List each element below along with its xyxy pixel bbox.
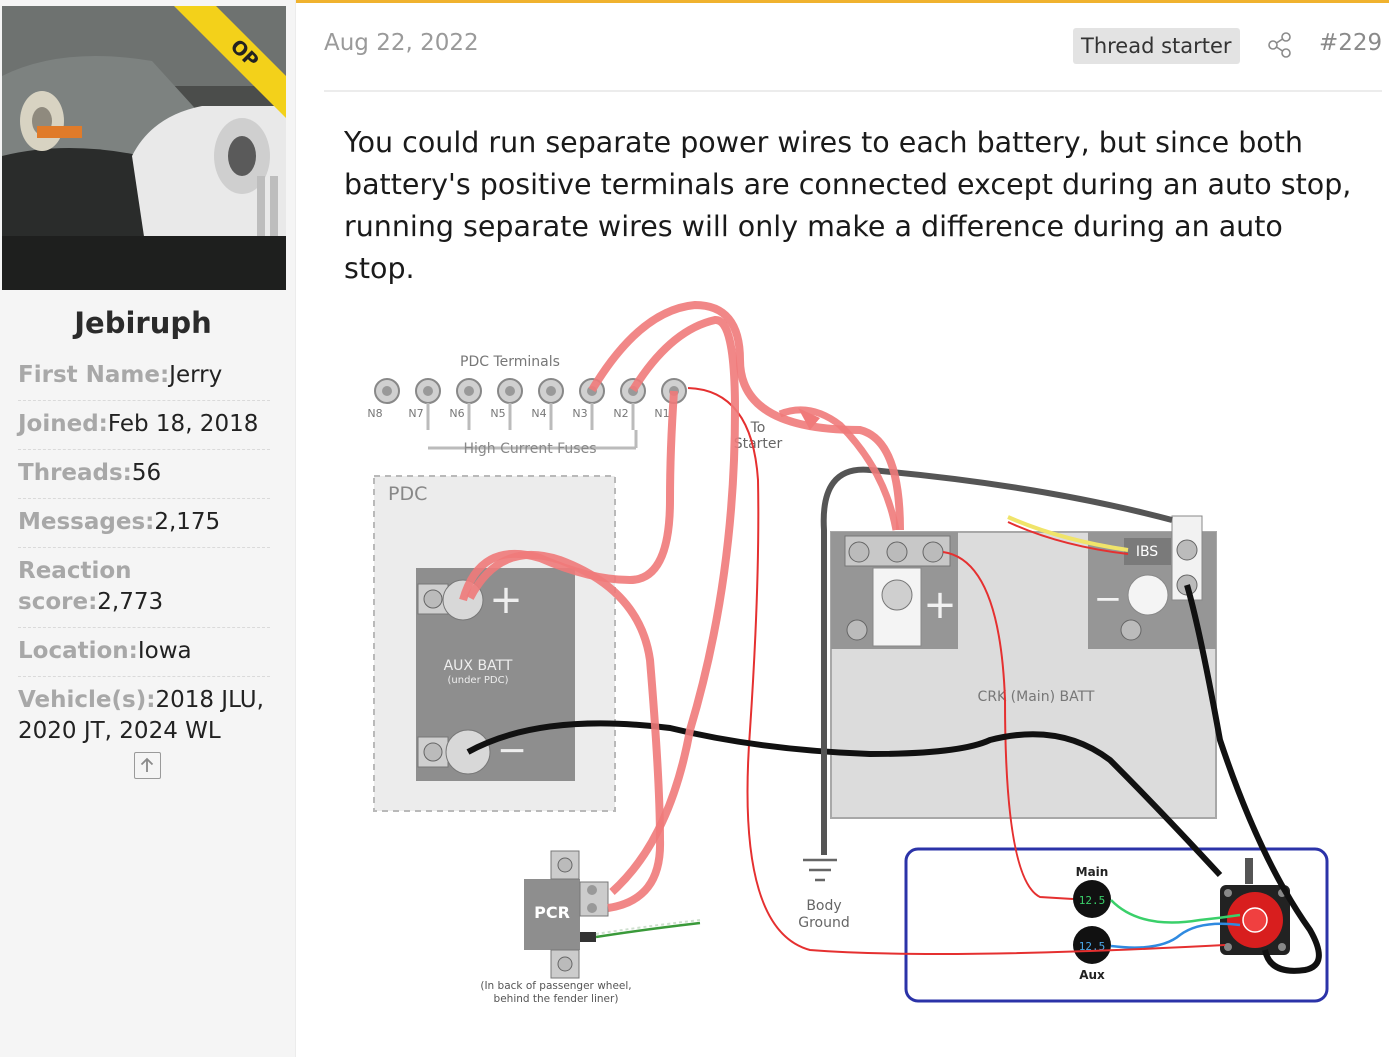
info-first-name: First Name:Jerry — [18, 352, 270, 401]
main-minus-sign: − — [1094, 579, 1123, 619]
wiring-diagram-image[interactable]: PDC AUX BATT (under PDC) + − PDC Termina… — [340, 280, 1340, 1020]
header-divider — [324, 90, 1382, 92]
info-messages: Messages:2,175 — [18, 499, 270, 548]
info-threads: Threads:56 — [18, 450, 270, 499]
body-ground-label-1: Body — [806, 898, 841, 914]
terminal-n3: N3 — [572, 407, 587, 420]
to-starter-label-2: Starter — [734, 436, 783, 452]
thread-starter-badge: Thread starter — [1073, 28, 1240, 64]
power-wire-pdc-to-main — [588, 300, 904, 531]
terminal-n2: N2 — [613, 407, 628, 420]
terminal-n7: N7 — [408, 407, 423, 420]
pdc-label: PDC — [388, 483, 427, 505]
user-info-list: First Name:Jerry Joined:Feb 18, 2018 Thr… — [18, 352, 270, 756]
high-current-fuses-label: High Current Fuses — [463, 441, 596, 457]
pdc-terminals-title: PDC Terminals — [460, 354, 560, 370]
meter-main-label: Main — [1076, 865, 1109, 879]
terminal-n4: N4 — [531, 407, 546, 420]
post-date[interactable]: Aug 22, 2022 — [324, 30, 479, 56]
terminal-n8: N8 — [367, 407, 382, 420]
arrow-up-icon[interactable] — [134, 752, 161, 779]
battery-switch-box — [904, 847, 1329, 1003]
post-body-text: You could run separate power wires to ea… — [344, 126, 1352, 285]
terminal-n1: N1 — [654, 407, 669, 420]
pcr-note-line-1: (In back of passenger wheel, — [480, 980, 631, 992]
crk-main-batt-label: CRK (Main) BATT — [978, 689, 1095, 705]
main-voltmeter — [1073, 880, 1111, 918]
pcr-label: PCR — [534, 903, 570, 922]
username[interactable]: Jebiruph — [74, 306, 212, 340]
meter-aux-label: Aux — [1079, 968, 1105, 982]
share-icon[interactable] — [1266, 30, 1296, 60]
info-reaction-score: Reaction score:2,773 — [18, 548, 270, 628]
pcr-note-line-2: behind the fender liner) — [494, 993, 619, 1005]
info-vehicles: Vehicle(s):2018 JLU, 2020 JT, 2024 WL — [18, 687, 264, 744]
avatar[interactable]: OP — [2, 6, 286, 290]
aux-batt-sub-label: (under PDC) — [448, 675, 509, 686]
aux-plus-sign: + — [489, 577, 523, 623]
aux-batt-label: AUX BATT — [444, 658, 513, 674]
info-joined: Joined:Feb 18, 2018 — [18, 401, 270, 450]
ibs-label: IBS — [1136, 544, 1158, 560]
terminal-n6: N6 — [449, 407, 464, 420]
ground-wire-aux — [466, 720, 1223, 878]
main-meter-reading: 12.5 — [1079, 894, 1106, 907]
post-number-link[interactable]: #229 — [1319, 30, 1383, 56]
main-plus-sign: + — [923, 582, 957, 628]
terminal-n5: N5 — [490, 407, 505, 420]
to-starter-label-1: To — [750, 420, 766, 436]
user-sidebar: OP Jebiruph First Name:Jerry Joined:Feb … — [0, 0, 296, 1057]
top-accent-bar — [0, 0, 1389, 3]
pcr-module — [524, 879, 580, 950]
aux-voltmeter — [1073, 926, 1111, 964]
body-ground-label-2: Ground — [798, 915, 850, 931]
info-location: Location:Iowa — [18, 628, 270, 677]
red-sense-wire — [942, 551, 1074, 900]
